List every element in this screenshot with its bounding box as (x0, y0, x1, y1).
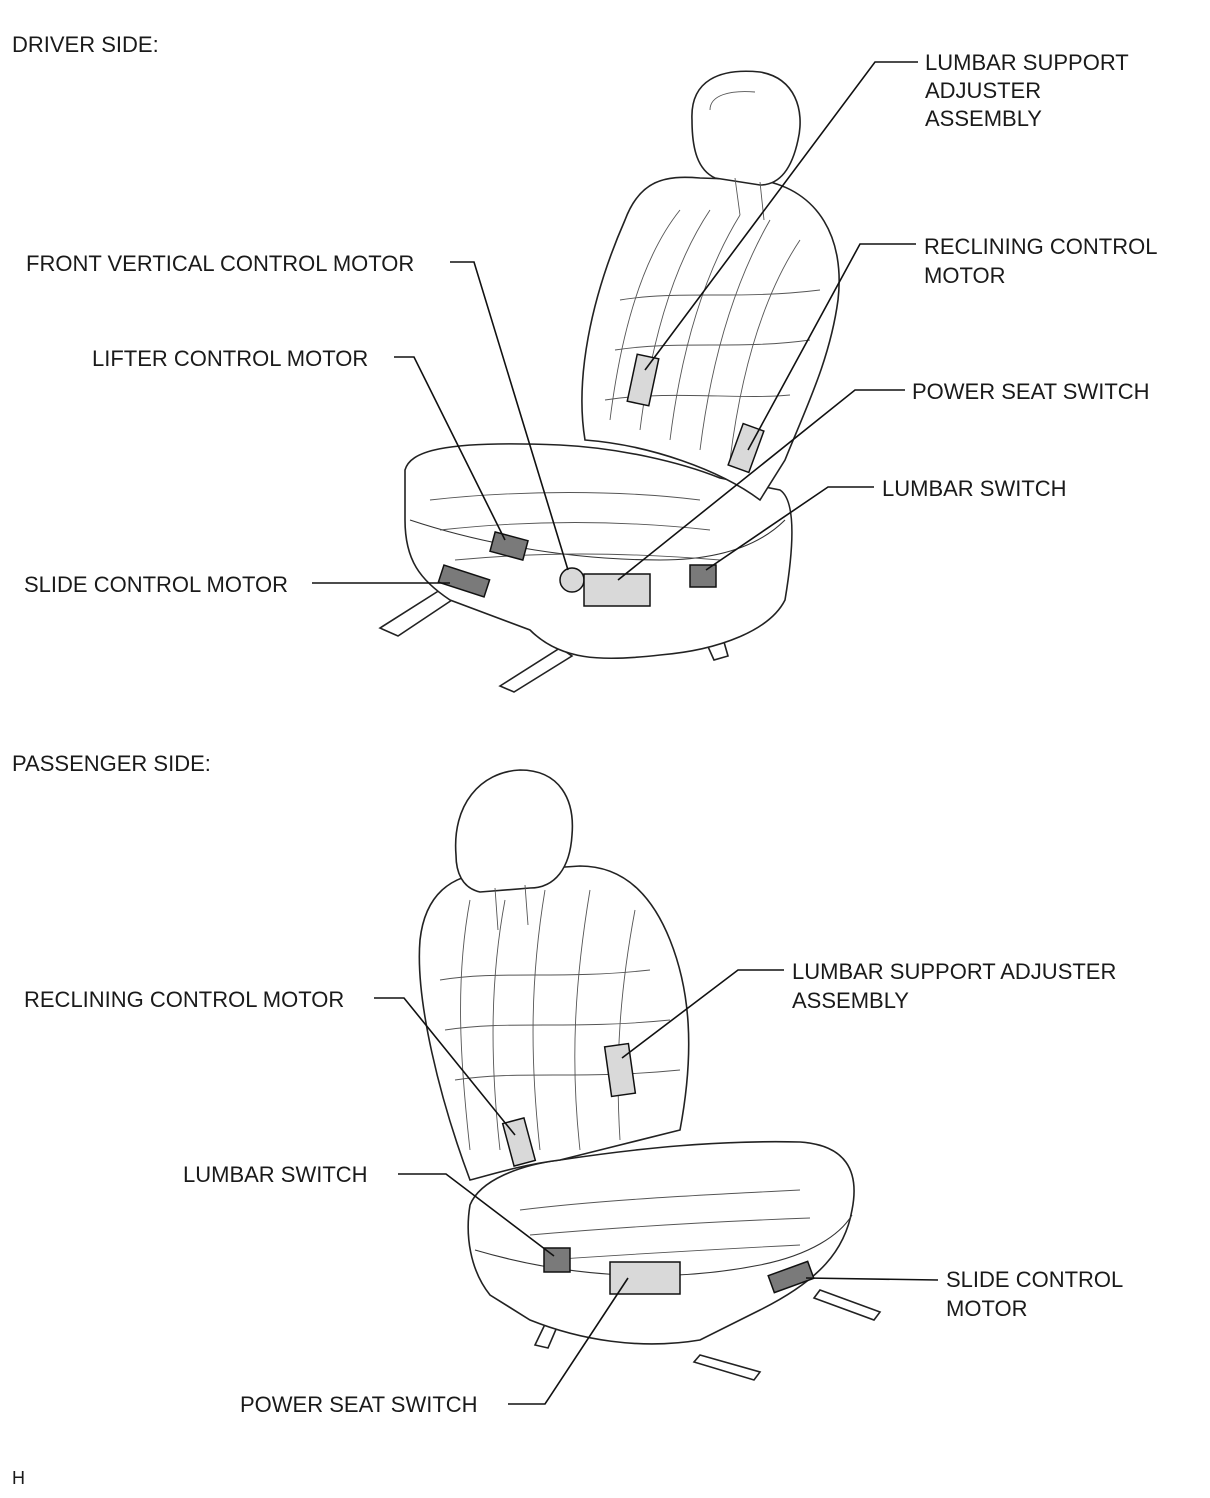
driver-seat-rail-left (378, 589, 457, 637)
label-line: MOTOR (946, 1296, 1027, 1321)
driver-callout-lumbar-switch: LUMBAR SWITCH (705, 476, 1067, 571)
driver-callout-lifter-control-motor: LIFTER CONTROL MOTOR (92, 346, 506, 541)
driver-callout-slide-control-motor: SLIDE CONTROL MOTOR (24, 572, 450, 597)
passenger-callout-reclining-control-motor: RECLINING CONTROL MOTOR (24, 987, 516, 1136)
passenger-seat-rail-front (692, 1354, 762, 1381)
passenger-callout-power-seat-switch: POWER SEAT SWITCH (240, 1277, 629, 1417)
driver-headrest (691, 70, 801, 186)
passenger-seat-backrest (418, 865, 690, 1181)
label-line: SLIDE CONTROL MOTOR (24, 572, 288, 597)
driver-backrest-frame (609, 209, 801, 461)
label-line: POWER SEAT SWITCH (240, 1392, 478, 1417)
driver-side-section: DRIVER SIDE: (12, 32, 1157, 693)
driver-cushion-springs (429, 492, 721, 561)
driver-callout-front-vertical-control-motor: FRONT VERTICAL CONTROL MOTOR (26, 251, 569, 571)
driver-seat-backrest (581, 176, 840, 502)
driver-cushion-edge (409, 519, 786, 561)
driver-seat-cushion (404, 443, 793, 660)
label-line: ADJUSTER (925, 78, 1041, 103)
passenger-callout-lumbar-switch: LUMBAR SWITCH (183, 1162, 555, 1257)
passenger-backrest-frame (460, 889, 636, 1151)
leader-line (508, 1277, 629, 1405)
label-line: RECLINING CONTROL (924, 234, 1157, 259)
label-line: ASSEMBLY (792, 988, 909, 1013)
passenger-cushion-edge (474, 1214, 853, 1277)
leader-line (805, 1277, 939, 1281)
label-line: LUMBAR SUPPORT (925, 50, 1129, 75)
leader-line (747, 243, 916, 451)
driver-side-heading: DRIVER SIDE: (12, 32, 159, 57)
leader-line (450, 261, 569, 571)
passenger-seat-rail-right (812, 1289, 882, 1321)
driver-power-seat-switch-part (583, 573, 651, 607)
driver-callout-reclining-control-motor: RECLINING CONTROL MOTOR (747, 234, 1157, 451)
label-line: ASSEMBLY (925, 106, 1042, 131)
passenger-slide-motor-part (767, 1260, 815, 1294)
leader-line (394, 356, 506, 541)
driver-lifter-motor-part (489, 531, 529, 561)
leader-line (644, 61, 918, 371)
driver-slide-motor-part (437, 564, 491, 598)
driver-headrest-stays (709, 91, 765, 221)
passenger-side-heading: PASSENGER SIDE: (12, 751, 211, 776)
passenger-headrest (454, 769, 574, 893)
driver-front-vertical-motor-part (559, 567, 585, 593)
label-line: LUMBAR SUPPORT ADJUSTER (792, 959, 1116, 984)
label-line: LUMBAR SWITCH (183, 1162, 368, 1187)
passenger-side-section: PASSENGER SIDE: LUMB (12, 751, 1123, 1417)
label-line: MOTOR (924, 263, 1005, 288)
footer-mark: H (12, 1468, 25, 1488)
label-line: POWER SEAT SWITCH (912, 379, 1150, 404)
driver-callout-power-seat-switch: POWER SEAT SWITCH (617, 379, 1150, 581)
leader-line (621, 969, 784, 1059)
label-line: SLIDE CONTROL (946, 1267, 1123, 1292)
leader-line (374, 997, 516, 1136)
passenger-callout-slide-control-motor: SLIDE CONTROL MOTOR (805, 1267, 1123, 1321)
leader-line (398, 1173, 555, 1257)
passenger-seat-cushion (467, 1140, 855, 1345)
driver-lumbar-switch-part (689, 564, 717, 588)
leader-line (617, 389, 905, 581)
driver-seat-illustration (378, 70, 840, 693)
passenger-seat-illustration (418, 769, 882, 1381)
label-line: LIFTER CONTROL MOTOR (92, 346, 368, 371)
driver-callout-lumbar-support-adjuster: LUMBAR SUPPORT ADJUSTER ASSEMBLY (644, 50, 1129, 371)
driver-lumbar-adjuster-part (626, 353, 660, 407)
passenger-callout-lumbar-support-adjuster: LUMBAR SUPPORT ADJUSTER ASSEMBLY (621, 959, 1116, 1059)
passenger-headrest-stays (494, 884, 529, 931)
label-line: LUMBAR SWITCH (882, 476, 1067, 501)
passenger-cushion-springs (519, 1189, 811, 1261)
passenger-backrest-wires (439, 969, 681, 1081)
driver-seat-rail-front (498, 647, 574, 693)
leader-line (705, 486, 874, 571)
label-line: RECLINING CONTROL MOTOR (24, 987, 344, 1012)
label-line: FRONT VERTICAL CONTROL MOTOR (26, 251, 414, 276)
passenger-lumbar-adjuster-part (603, 1042, 637, 1098)
